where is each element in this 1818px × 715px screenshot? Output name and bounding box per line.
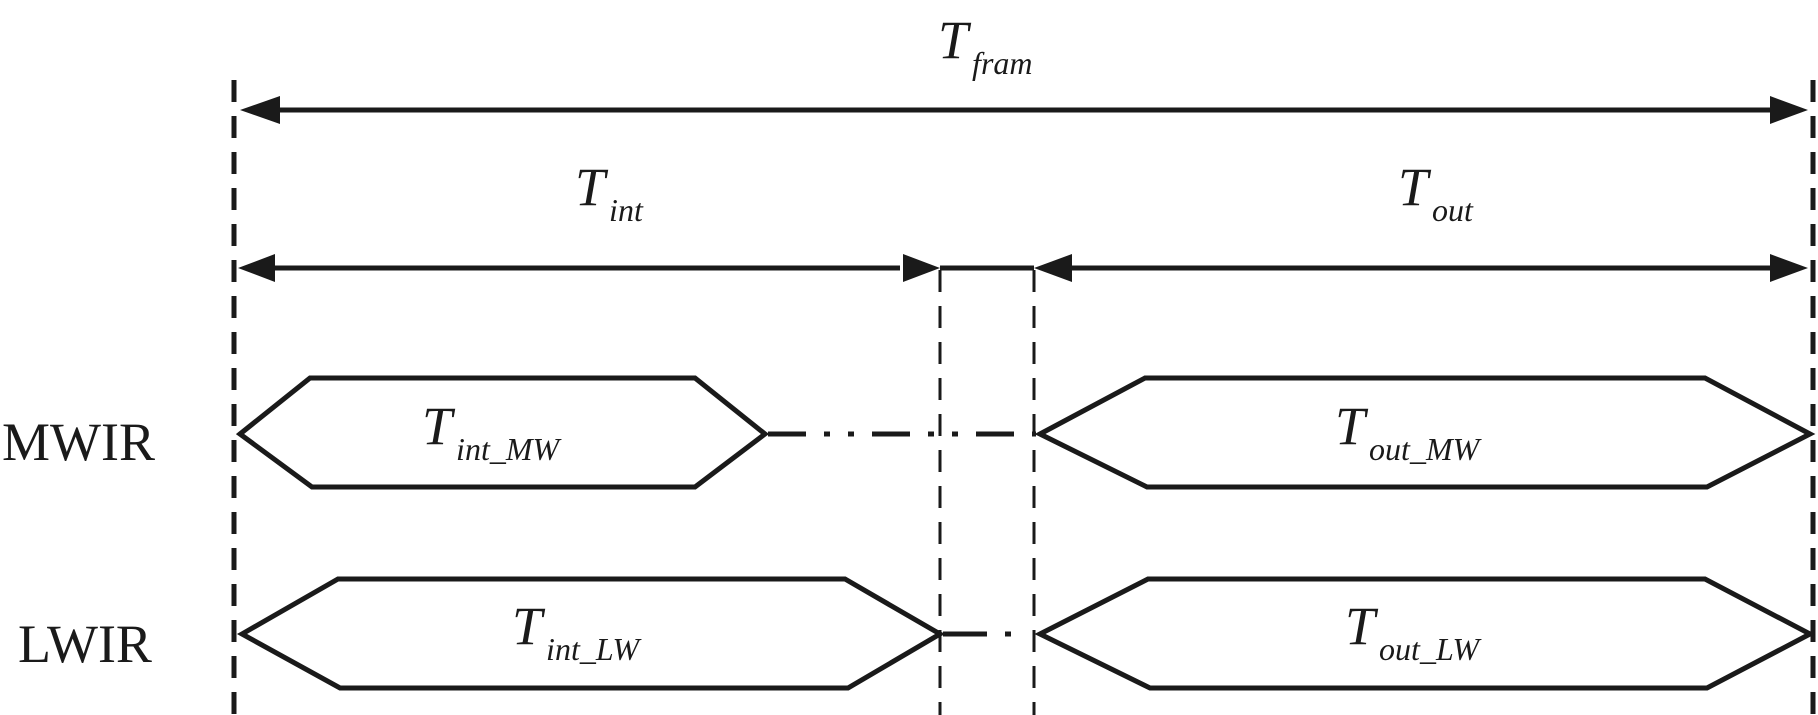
row-label-lwir: LWIR: [18, 614, 152, 674]
integration-arrowhead-right: [903, 254, 940, 282]
frame-arrowhead-right: [1770, 96, 1808, 124]
mwir-integration-phase: [235, 375, 770, 490]
integration-arrowhead-left: [238, 254, 275, 282]
output-arrowhead-right: [1770, 254, 1808, 282]
lwir-integration-phase: [236, 576, 945, 691]
row-label-mwir: MWIR: [2, 412, 155, 472]
frame-arrowhead-left: [240, 96, 280, 124]
lwir-output-phase: [1034, 576, 1816, 691]
output-arrowhead-left: [1034, 254, 1072, 282]
mwir-output-phase: [1034, 375, 1816, 490]
